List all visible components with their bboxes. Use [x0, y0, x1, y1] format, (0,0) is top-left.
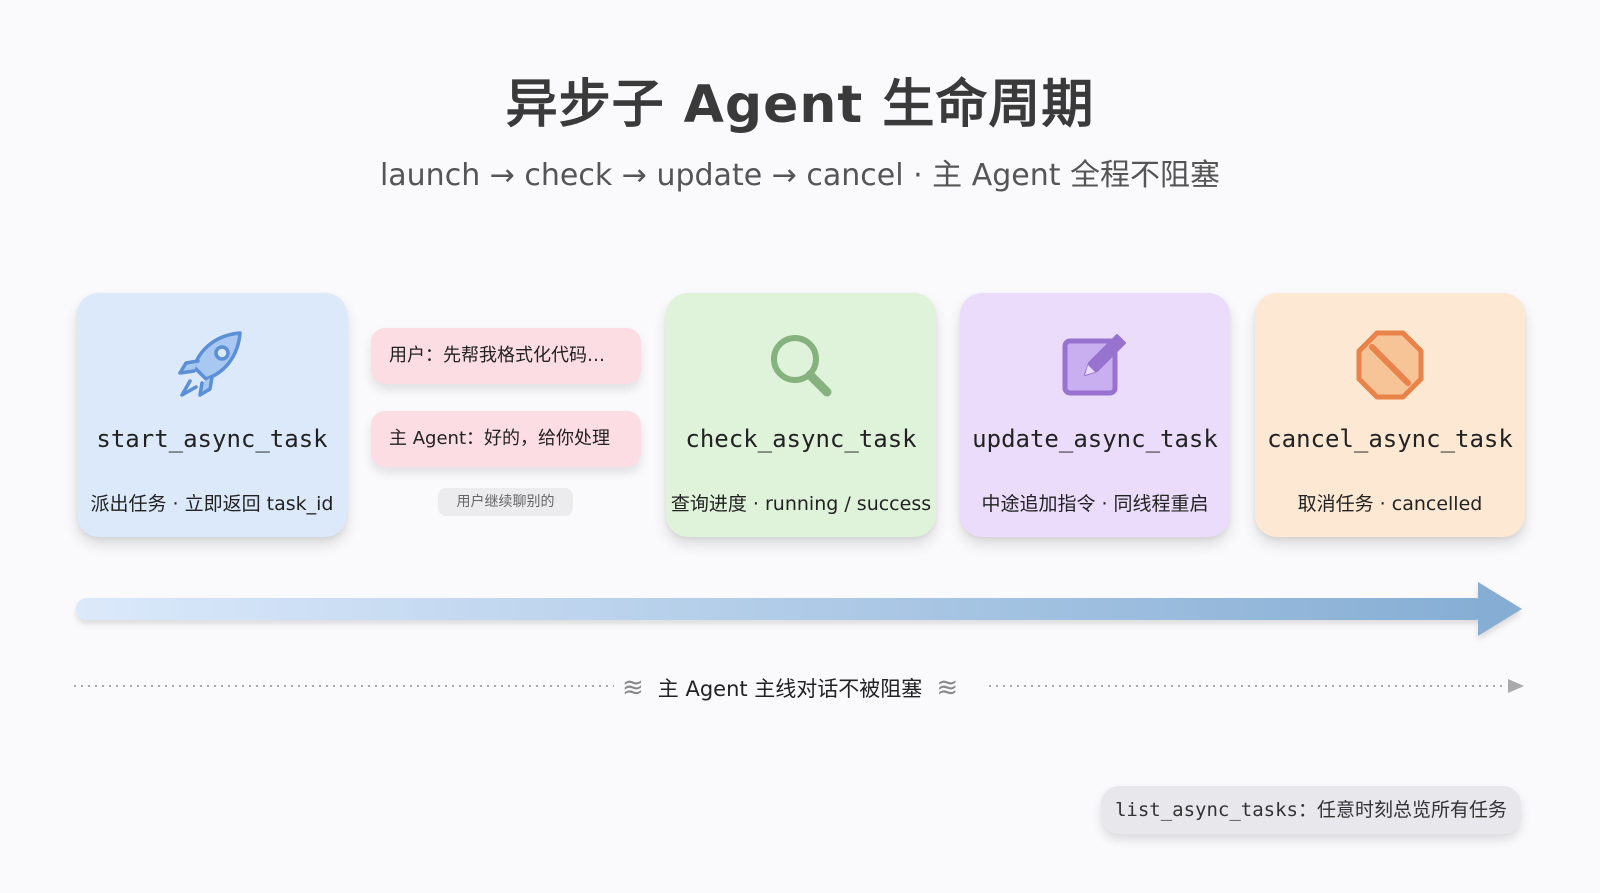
function-name: cancel_async_task [1267, 425, 1513, 453]
function-name: start_async_task [96, 425, 328, 453]
function-description: 中途追加指令 · 同线程重启 [981, 493, 1209, 515]
agent-message-bubble: 主 Agent：好的，给你处理 [371, 411, 641, 467]
chat-continue-tag: 用户继续聊别的 [438, 488, 573, 516]
main-thread-dotted-line [74, 679, 1524, 693]
wave-icon: ≋ [622, 673, 644, 703]
function-name: update_async_task [972, 425, 1218, 453]
function-description: 查询进度 · running / success [670, 493, 932, 515]
main-thread-text: 主 Agent 主线对话不被阻塞 [657, 677, 923, 701]
main-thread-label: ≋ 主 Agent 主线对话不被阻塞 ≋ [622, 672, 958, 704]
card-start-async-task: start_async_task 派出任务 · 立即返回 task_id [77, 293, 347, 537]
diagram-title: 异步子 Agent 生命周期 [505, 75, 1095, 135]
function-name: check_async_task [685, 425, 917, 453]
user-message-bubble: 用户：先帮我格式化代码… [371, 328, 641, 384]
function-description: 取消任务 · cancelled [1297, 493, 1483, 515]
search-icon [666, 325, 936, 409]
wave-icon: ≋ [936, 673, 959, 703]
card-cancel-async-task: cancel_async_task 取消任务 · cancelled [1255, 293, 1525, 537]
prohibited-icon [1255, 325, 1525, 409]
timeline-arrow [76, 582, 1522, 636]
edit-icon [960, 325, 1230, 409]
list-tasks-text: ：任意时刻总览所有任务 [1298, 799, 1508, 821]
list-tasks-code: list_async_tasks [1114, 799, 1298, 821]
diagram-subtitle: launch → check → update → cancel · 主 Age… [379, 158, 1221, 193]
card-update-async-task: update_async_task 中途追加指令 · 同线程重启 [960, 293, 1230, 537]
card-check-async-task: check_async_task 查询进度 · running / succes… [666, 293, 936, 537]
list-async-tasks-pill: list_async_tasks：任意时刻总览所有任务 [1101, 786, 1521, 834]
rocket-icon [77, 325, 347, 409]
function-description: 派出任务 · 立即返回 task_id [90, 493, 334, 515]
